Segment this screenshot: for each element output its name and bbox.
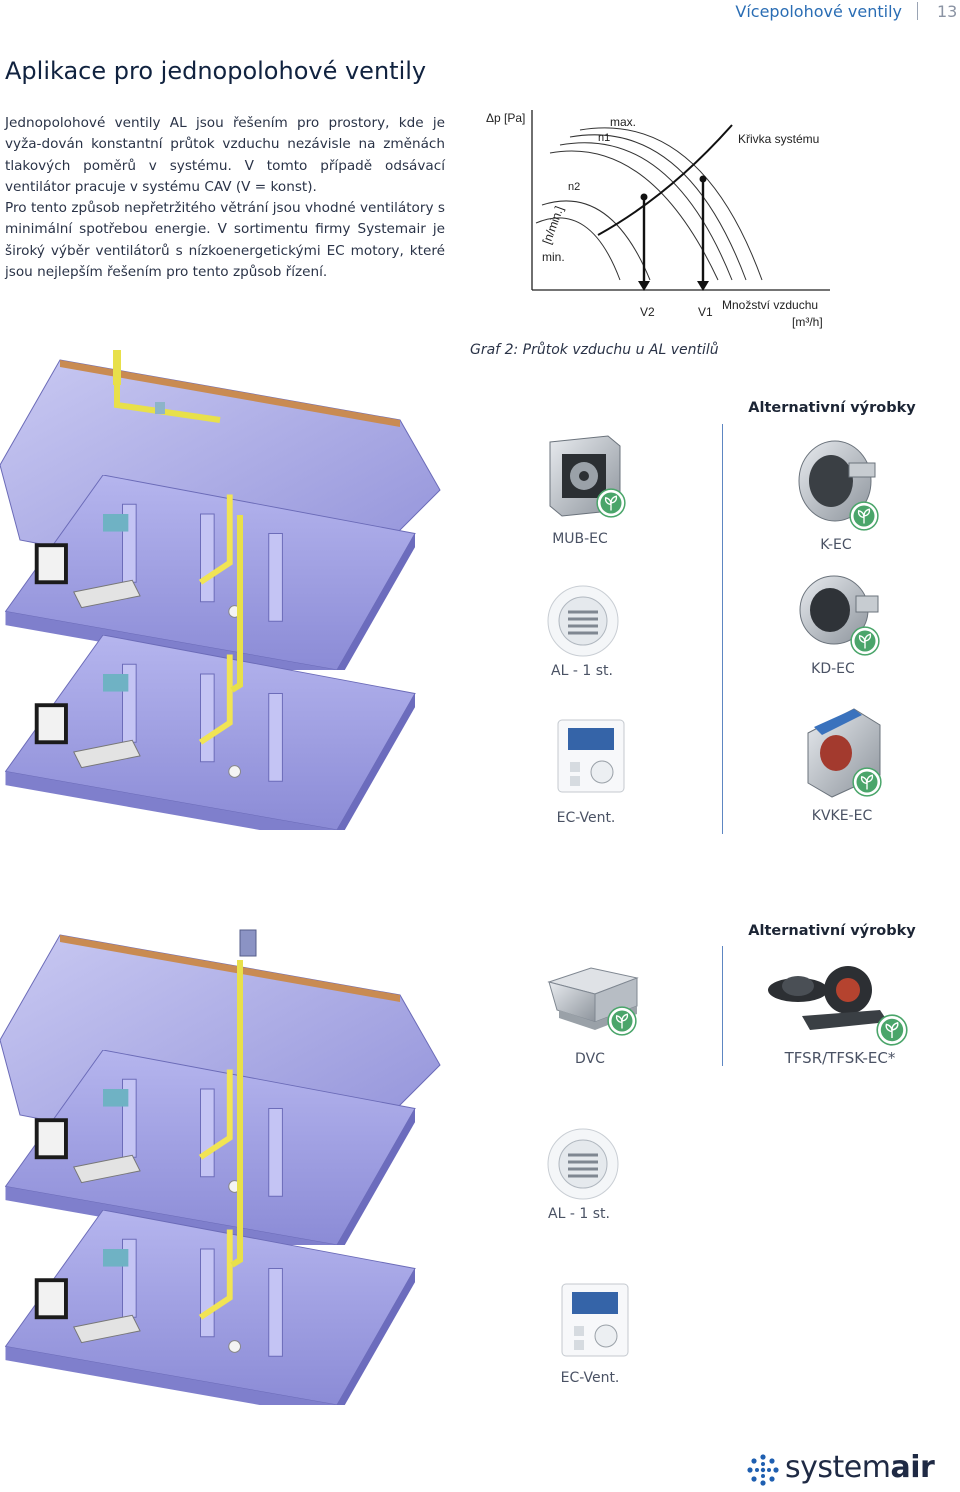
product-label-dvc: DVC	[575, 1051, 605, 1067]
page-number: 13	[937, 2, 958, 21]
n2-label: n2	[568, 181, 580, 193]
ec-vent-controller-image	[561, 1283, 629, 1357]
intro-paragraph-1: Jednopolohové ventily AL jsou řešením pr…	[5, 115, 445, 195]
flow-graph: Δp [Pa] max. n1 n2 min. [n/min.] Křivka …	[486, 110, 830, 329]
alternatives-title: Alternativní výrobky	[748, 923, 916, 939]
logo-text-air: air	[890, 1450, 935, 1485]
graph-caption: Graf 2: Průtok vzduchu u AL ventilů	[470, 342, 719, 358]
kvke-ec-image	[807, 708, 882, 798]
eco-badge-icon	[876, 1014, 908, 1046]
systemair-logo-icon	[747, 1454, 779, 1486]
alternatives-title: Alternativní výrobky	[748, 400, 916, 416]
alt-label-kd-ec: KD-EC	[811, 661, 855, 677]
product-label-al-valve: AL - 1 st.	[548, 1206, 610, 1222]
x-axis-unit: [m³/h]	[792, 315, 823, 329]
tfsr-tfsk-ec-image	[768, 966, 908, 1046]
building-illustration-1	[0, 350, 441, 845]
fan-curve	[549, 150, 719, 281]
n1-label: n1	[598, 132, 610, 144]
riser-duct	[230, 960, 243, 1268]
product-label-ec-vent: EC-Vent.	[560, 1370, 620, 1386]
roof-vent-pipe	[113, 350, 121, 385]
logo-text-system: system	[785, 1450, 891, 1485]
floor-lower	[6, 1210, 416, 1419]
intro-paragraph-2: Pro tento způsob nepřetržitého větrání j…	[5, 200, 445, 281]
fan-curve	[579, 127, 763, 281]
systemair-logo: systemair	[785, 1450, 935, 1485]
mub-ec-image	[549, 435, 626, 518]
product-label-mub-ec: MUB-EC	[552, 531, 608, 547]
kd-ec-image	[799, 575, 880, 656]
page-heading: Aplikace pro jednopolohové ventily	[5, 57, 427, 85]
riser-duct	[230, 515, 243, 693]
product-label-al-valve: AL - 1 st.	[551, 663, 613, 679]
roof-fan	[239, 929, 257, 957]
section-title: Vícepolohové ventily	[735, 2, 902, 21]
system-curve	[597, 124, 733, 236]
fan-curve-min	[535, 217, 621, 281]
al-valve-image	[547, 1128, 619, 1200]
max-label: max.	[610, 115, 636, 129]
duct	[114, 385, 221, 423]
system-curve-label: Křivka systému	[738, 132, 819, 146]
building-illustration-2	[0, 929, 441, 1420]
min-label: min.	[542, 250, 565, 264]
fan-curve-n1	[569, 134, 747, 281]
floor-lower	[6, 635, 416, 844]
alt-label-kvke-ec: KVKE-EC	[811, 808, 873, 824]
y-axis-label: Δp [Pa]	[486, 111, 525, 125]
divider-line	[722, 946, 723, 1066]
divider-line	[722, 424, 723, 834]
x-axis-label: Množství vzduchu	[722, 298, 818, 312]
eco-badge-icon	[596, 488, 626, 518]
intro-text: Jednopolohové ventily AL jsou řešením pr…	[5, 113, 445, 283]
eco-badge-icon	[849, 501, 879, 531]
fan-curve-n2	[541, 200, 651, 281]
eco-badge-icon	[607, 1006, 637, 1036]
fan-curve	[559, 142, 733, 281]
dvc-image	[547, 967, 639, 1036]
alt-label-k-ec: K-EC	[820, 537, 852, 553]
product-label-ec-vent: EC-Vent.	[556, 810, 616, 826]
eco-badge-icon	[852, 767, 882, 797]
ec-vent-controller-image	[557, 719, 625, 793]
al-valve-image	[547, 585, 619, 657]
eco-badge-icon	[850, 626, 880, 656]
k-ec-image	[798, 440, 879, 531]
alt-label-tfsr-tfsk-ec: TFSR/TFSK-EC*	[784, 1049, 896, 1067]
v2-label: V2	[640, 305, 655, 319]
v1-label: V1	[698, 305, 713, 319]
rpm-label: [n/min.]	[540, 204, 567, 246]
header-divider	[917, 2, 918, 20]
